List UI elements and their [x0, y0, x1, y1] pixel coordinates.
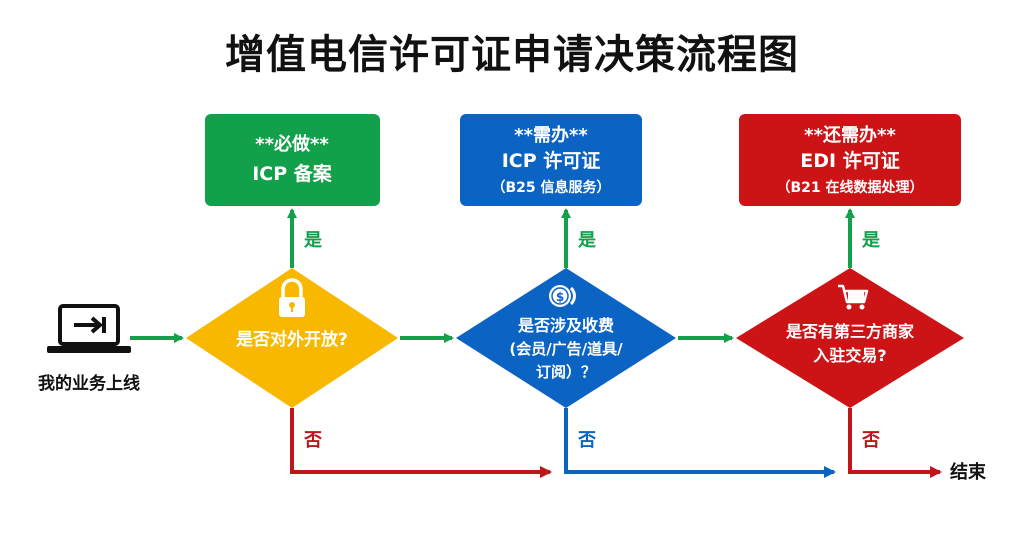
- yes-label-3: 是: [861, 230, 880, 251]
- box-icp-filing-line1: **必做**: [255, 133, 329, 155]
- coin-icon: $: [549, 285, 576, 307]
- no-label-1: 否: [303, 430, 322, 451]
- yes-label-1: 是: [303, 230, 322, 251]
- svg-text:$: $: [556, 290, 564, 304]
- decision-marketplace: 是否有第三方商家 入驻交易?: [736, 268, 964, 408]
- yes-label-2: 是: [577, 230, 596, 251]
- decision-fee-line3: 订阅）？: [536, 363, 596, 381]
- decision-fee-line2: (会员/广告/道具/: [509, 340, 623, 358]
- box-icp-license-line2: ICP 许可证: [502, 149, 601, 172]
- decision-open-text: 是否对外开放?: [236, 329, 348, 350]
- no-label-2: 否: [577, 430, 596, 451]
- end-label: 结束: [950, 461, 987, 483]
- arrow-no-1: [290, 408, 552, 478]
- box-edi-license-line3: （B21 在线数据处理）: [776, 179, 923, 196]
- box-edi-license-line2: EDI 许可证: [800, 149, 899, 172]
- box-edi-license-line1: **还需办**: [804, 124, 896, 146]
- start-label: 我的业务上线: [38, 373, 140, 394]
- decision-fee-line1: 是否涉及收费: [517, 316, 614, 335]
- box-icp-license-line1: **需办**: [514, 124, 588, 146]
- box-icp-filing: **必做** ICP 备案: [205, 114, 380, 206]
- decision-fee: $ 是否涉及收费 (会员/广告/道具/ 订阅）？: [456, 268, 676, 408]
- box-icp-license-line3: （B25 信息服务）: [491, 179, 610, 196]
- arrow-no-2: [564, 408, 836, 478]
- cart-icon: [838, 284, 869, 310]
- lock-icon: [279, 278, 305, 317]
- box-edi-license: **还需办** EDI 许可证 （B21 在线数据处理）: [739, 114, 961, 206]
- decision-marketplace-line1: 是否有第三方商家: [785, 322, 915, 341]
- page-title: 增值电信许可证申请决策流程图: [225, 32, 799, 78]
- decision-open: 是否对外开放?: [186, 268, 398, 408]
- arrow-no-3: [848, 408, 942, 478]
- no-label-3: 否: [861, 430, 880, 451]
- decision-marketplace-line2: 入驻交易?: [813, 346, 886, 365]
- laptop-arrow-icon: [47, 304, 131, 353]
- box-icp-filing-line2: ICP 备案: [252, 162, 333, 185]
- box-icp-license: **需办** ICP 许可证 （B25 信息服务）: [460, 114, 642, 206]
